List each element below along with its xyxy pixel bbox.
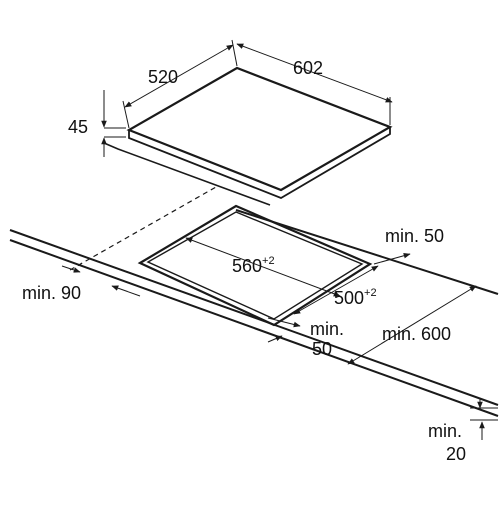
label-hob-depth: 520 (148, 67, 178, 87)
dim-hob-height (101, 90, 126, 157)
dim-clearance-right (373, 252, 411, 265)
worktop-dashed-edge (69, 186, 217, 271)
dim-clearance-left (61, 265, 141, 297)
label-clearance-back: min. 600 (382, 324, 451, 344)
hob-base (103, 142, 271, 206)
hob-front-edge (128, 127, 391, 199)
dim-cutout-width (185, 237, 341, 297)
label-clearance-right: min. 50 (385, 226, 444, 246)
dim-cutout-depth (293, 265, 379, 315)
dim-clearance-front (267, 317, 301, 343)
worktop-back-line-2 (9, 239, 499, 417)
dim-worktop-thickness (470, 398, 498, 440)
label-cutout-depth: 500+2 (334, 287, 377, 308)
hob (103, 66, 393, 206)
cutout-inner (146, 211, 364, 320)
label-clearance-left: min. 90 (22, 283, 81, 303)
worktop-back-line-1 (9, 229, 499, 406)
dim-clearance-back (347, 285, 477, 365)
cutout (137, 204, 373, 327)
label-hob-width: 602 (293, 58, 323, 78)
label-thickness-1: min. (428, 421, 462, 441)
label-cutout-width: 560+2 (232, 255, 275, 276)
dim-hob-width (236, 43, 393, 125)
cutout-outer (137, 204, 373, 327)
label-hob-height: 45 (68, 117, 88, 137)
worktop (9, 186, 499, 417)
label-clearance-front-2: 50 (312, 339, 332, 359)
label-thickness-2: 20 (446, 444, 466, 464)
dim-hob-depth (122, 39, 238, 129)
label-clearance-front-1: min. (310, 319, 344, 339)
